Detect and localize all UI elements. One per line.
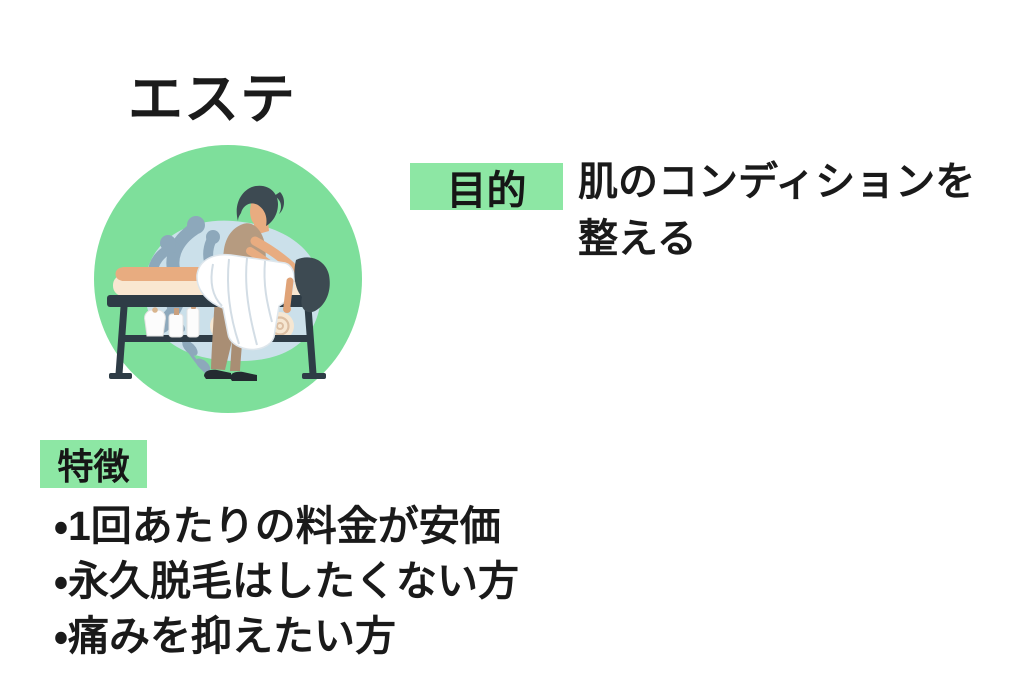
features-label-badge: 特徴 <box>40 440 147 488</box>
bottles <box>144 301 200 338</box>
therapist-shoes <box>204 369 257 381</box>
therapist-hair <box>236 185 278 226</box>
table-legs <box>115 303 317 378</box>
purpose-text: 肌のコンディションを 整える <box>578 160 976 261</box>
feature-item: ・永久脱毛はしたくない方 <box>54 558 519 604</box>
purpose-label-badge: 目的 <box>410 163 563 213</box>
features-list: ・1回あたりの料金が安価 ・永久脱毛はしたくない方 ・痛みを抑えたい方 <box>54 499 519 664</box>
client-feet <box>115 267 129 281</box>
client-legs <box>117 267 208 281</box>
page-title: エステ <box>128 68 297 130</box>
therapist-hair-flick <box>274 192 285 214</box>
feature-item: ・痛みを抑えたい方 <box>54 613 396 659</box>
feature-item: ・1回あたりの料金が安価 <box>54 503 501 549</box>
towel <box>196 253 295 351</box>
esthetic-massage-illustration <box>94 145 362 413</box>
client-hanging-arm <box>283 277 294 313</box>
purpose-label: 目的 <box>446 168 527 213</box>
features-label: 特徴 <box>57 446 130 487</box>
client-hair <box>294 257 330 313</box>
table-feet <box>109 373 326 379</box>
